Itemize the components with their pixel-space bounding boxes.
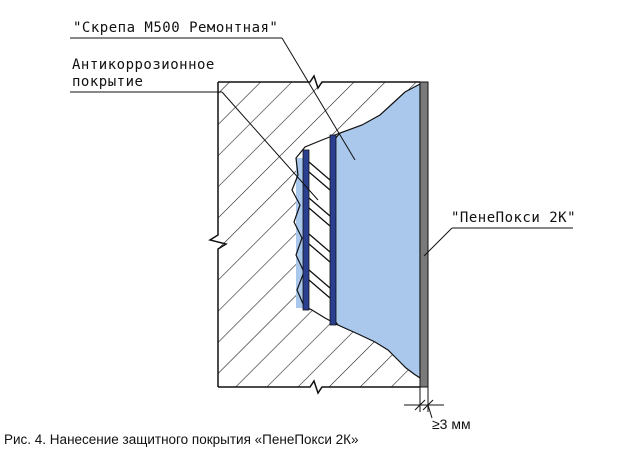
repair-zone: [291, 83, 421, 380]
rebar-right: [329, 134, 337, 326]
thickness-label: ≥3 мм: [432, 416, 471, 432]
label-skrepa: "Скрепа М500 Ремонтная": [73, 20, 278, 36]
label-penepoxy: "ПенеПокси 2К": [451, 210, 576, 226]
figure-caption: Рис. 4. Нанесение защитного покрытия «Пе…: [4, 432, 359, 447]
label-anticorrosion-line1: Антикоррозионное: [72, 57, 215, 73]
penepoxy-coating-layer: [419, 81, 429, 388]
rebar-ribs: [308, 161, 331, 299]
leader-lines: [70, 37, 573, 257]
rebar-left: [302, 149, 310, 311]
thickness-dimension: [404, 387, 444, 419]
label-anticorrosion-line2: покрытие: [72, 74, 143, 90]
